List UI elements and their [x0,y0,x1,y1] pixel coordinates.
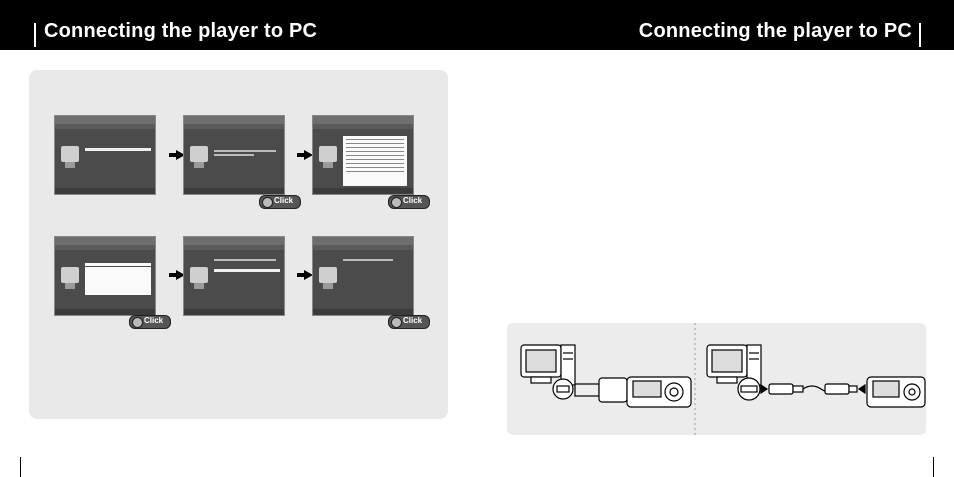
computer-icon [61,267,79,283]
right-arrow-icon [169,270,185,280]
step-screenshot-setup-progress [54,115,156,195]
page-header: Connecting the player to PC Connecting t… [0,0,954,50]
click-badge: Click [388,195,430,209]
click-badge: Click [259,195,301,209]
step-screenshot-destination [54,236,156,316]
mouse-icon [391,197,402,208]
click-label: Click [144,316,164,325]
computer-icon [190,146,208,162]
mouse-icon [391,317,402,328]
click-label: Click [403,196,423,205]
step-screenshot-finish [312,236,414,316]
click-badge: Click [129,315,171,329]
left-page-title: Connecting the player to PC [44,20,318,42]
connection-diagram [520,323,926,435]
right-title-bar [919,23,921,47]
right-page-title: Connecting the player to PC [638,20,912,42]
computer-icon [190,267,208,283]
mouse-icon [132,317,143,328]
left-title-bar [34,23,36,47]
mouse-icon [262,197,273,208]
computer-icon [319,267,337,283]
computer-icon [61,146,79,162]
left-page-edge-mark [20,457,21,477]
installation-steps-panel: Click Click Click Click [29,70,448,419]
click-label: Click [403,316,423,325]
click-label: Click [274,196,294,205]
computer-icon [319,146,337,162]
step-screenshot-welcome [183,115,285,195]
right-page-edge-mark [933,457,934,477]
connection-illustration-panel [507,323,926,435]
pc-direct-connection [520,344,692,408]
pc-cable-connection [706,344,926,408]
right-arrow-icon [169,150,185,160]
right-arrow-icon [297,150,313,160]
step-screenshot-license [312,115,414,195]
right-arrow-icon [297,270,313,280]
click-badge: Click [388,315,430,329]
step-screenshot-install-progress [183,236,285,316]
